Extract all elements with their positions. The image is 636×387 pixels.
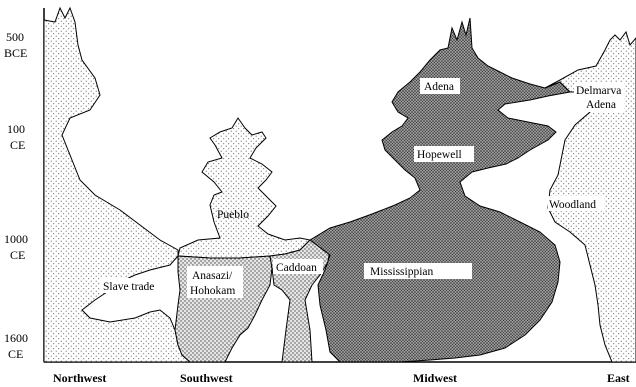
time-label-1000ce-line2: CE (10, 248, 25, 262)
region-label-southwest: Southwest (180, 371, 233, 385)
time-label-500bce-line2: BCE (4, 46, 27, 60)
time-label-1600ce-line1: 1600 (4, 331, 28, 345)
time-label-1000ce-line1: 1000 (4, 232, 28, 246)
time-label-100ce-line1: 100 (7, 122, 25, 136)
region-label-east: East (607, 371, 630, 385)
region-label-midwest: Midwest (413, 371, 457, 385)
culture-label-pueblo: Pueblo (217, 209, 249, 221)
culture-label-adena: Adena (424, 81, 454, 93)
region-label-northwest: Northwest (53, 371, 106, 385)
time-label-500bce-line1: 500 (6, 30, 24, 44)
culture-label-caddoan: Caddoan (276, 262, 317, 274)
culture-label-anasazi: Anasazi/ (192, 270, 233, 282)
time-label-1600ce-line2: CE (8, 347, 23, 361)
culture-label-delmarva-adena: Adena (586, 99, 616, 111)
culture-label-hopewell: Hopewell (417, 149, 462, 161)
culture-label-slave-trade: Slave trade (103, 281, 154, 293)
culture-label-mississippian: Mississippian (370, 266, 434, 278)
culture-label-delmarva: Delmarva (576, 85, 621, 97)
time-label-100ce-line2: CE (10, 138, 25, 152)
culture-label-woodland: Woodland (549, 199, 596, 211)
pueblo-culture-area (178, 118, 310, 258)
northwest-culture-area (44, 8, 190, 362)
culture-label-hohokam: Hohokam (190, 285, 235, 297)
